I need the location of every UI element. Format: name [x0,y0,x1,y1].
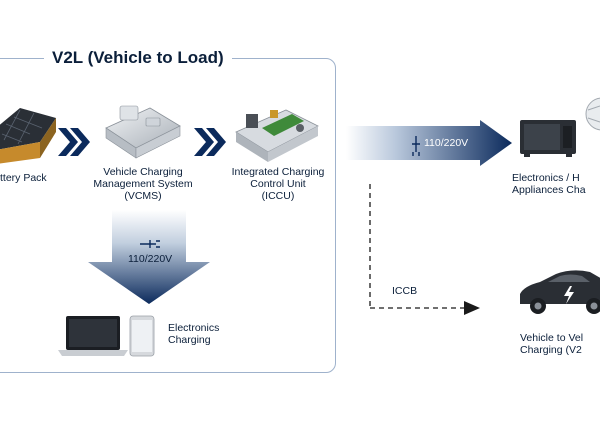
plug-icon [140,240,160,248]
vcms-module-icon [105,105,181,159]
double-chevron-icon [194,128,226,156]
double-chevron-icon [58,128,90,156]
down-arrow-voltage-label: 110/220V [128,253,173,265]
smartphone-icon [129,315,155,357]
laptop-icon [58,316,128,356]
electronics-charging-label: Electronics Charging [168,322,220,346]
battery-pack-icon [0,108,56,164]
appliances-label: Electronics / H Appliances Cha [512,172,586,196]
iccu-label: Integrated Charging Control Unit (ICCU) [231,166,325,202]
iccu-module-icon [235,109,319,162]
battery-pack-label: ttery Pack [0,172,47,184]
iccb-label: ICCB [392,285,418,297]
iccb-dashed-connector [369,184,466,309]
microwave-icon [520,120,576,157]
fan-icon [585,97,600,131]
arrow-head-icon [464,301,480,315]
section-title: V2L (Vehicle to Load) [44,48,232,68]
electric-car-icon [520,270,600,314]
right-arrow [346,120,512,166]
vcms-label: Vehicle Charging Management System (VCMS… [93,166,193,202]
plug-icon [412,136,420,156]
right-arrow-voltage-label: 110/220V [424,137,469,149]
down-arrow [88,210,210,304]
v2v-label: Vehicle to Vel Charging (V2 [520,332,584,356]
